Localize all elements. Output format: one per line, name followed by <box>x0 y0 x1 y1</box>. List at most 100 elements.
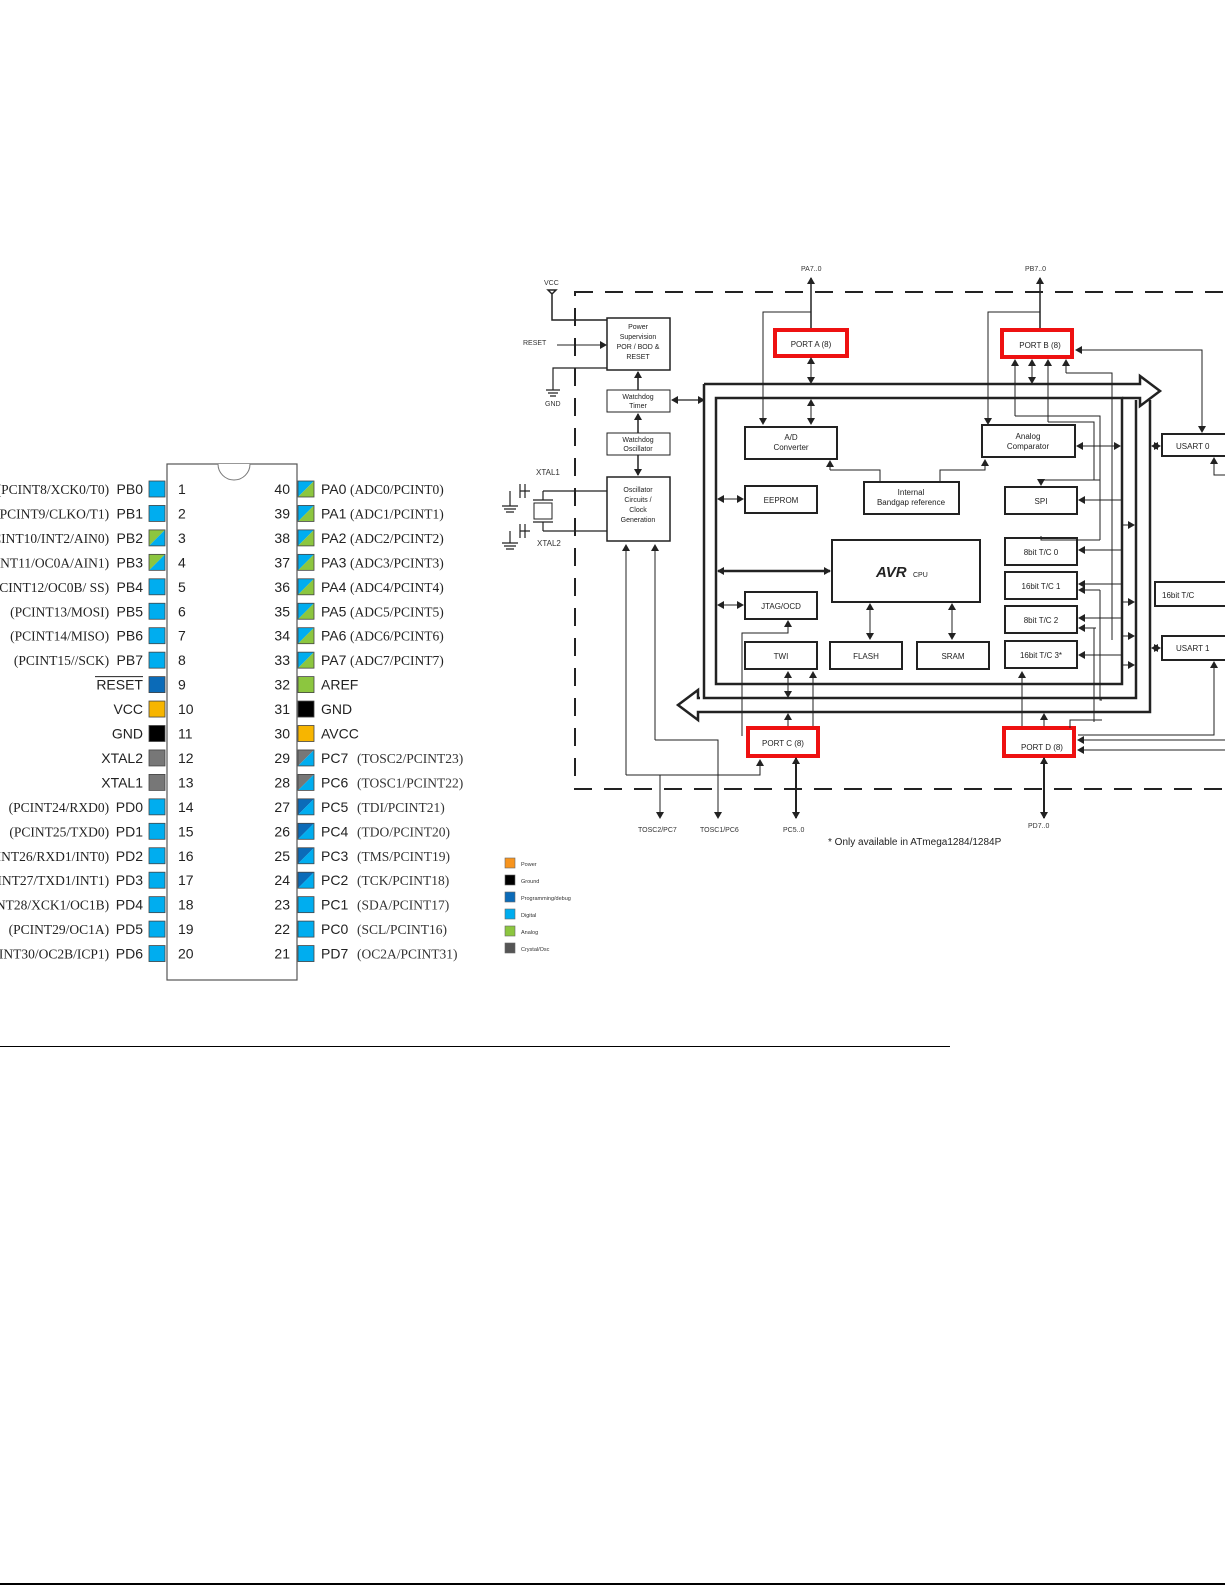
pin-alt-function: (PCINT11/OC0A/AIN1) <box>0 555 109 570</box>
pin-name: PD3 <box>116 872 143 888</box>
gnd-symbol <box>546 367 608 397</box>
svg-text:Analog: Analog <box>1016 432 1041 441</box>
pin-name: PA6 <box>321 628 347 644</box>
pin-pad <box>148 749 166 767</box>
pin-pad <box>297 602 315 620</box>
pin-name: PA3 <box>321 554 347 570</box>
pin-pad <box>148 822 166 840</box>
svg-text:Power: Power <box>628 324 649 331</box>
svg-text:Supervision: Supervision <box>620 334 657 341</box>
pin-pad <box>148 578 166 596</box>
pin-number: 20 <box>178 946 194 962</box>
legend-item: Crystal/Osc <box>504 942 550 954</box>
pin-name: PD4 <box>116 897 143 913</box>
capacitor-1 <box>502 484 530 513</box>
legend-item: Analog <box>504 925 538 937</box>
timer0-block <box>1004 537 1078 566</box>
chip-notch <box>217 463 251 481</box>
legend-swatch <box>504 942 516 954</box>
svg-text:Converter: Converter <box>773 443 808 452</box>
timer-ext-block <box>1154 581 1225 607</box>
pin-pad <box>297 798 315 816</box>
chip-boundary <box>574 291 1225 790</box>
svg-text:POR / BOD &: POR / BOD & <box>617 344 660 351</box>
data-bus-outer <box>704 373 1163 409</box>
pin-pad <box>148 847 166 865</box>
svg-text:Comparator: Comparator <box>1007 442 1050 451</box>
timer3-label: 16bit T/C 3* <box>1020 651 1062 660</box>
pin-pad <box>297 774 315 791</box>
avr-logo: AVR <box>875 564 907 581</box>
pin-name: AREF <box>321 677 358 693</box>
pin-number: 24 <box>274 872 290 888</box>
pin-alt-function: (PCINT15//SCK) <box>14 653 109 668</box>
vcc-label: VCC <box>544 280 559 287</box>
pd-label: PD7..0 <box>1028 823 1050 830</box>
twi-label: TWI <box>774 652 789 661</box>
pb-label: PB7..0 <box>1025 266 1046 273</box>
svg-text:Timer: Timer <box>629 403 647 410</box>
legend-item: Power <box>504 857 537 869</box>
eeprom-label: EEPROM <box>764 496 799 505</box>
port-b-label: PORT B (8) <box>1019 341 1061 350</box>
bandgap-block <box>863 481 960 515</box>
pin-name: PD0 <box>116 799 143 815</box>
pin-name: VCC <box>113 701 143 717</box>
pin-number: 36 <box>274 579 290 595</box>
pin-name: XTAL2 <box>101 750 143 766</box>
pin-pad <box>148 798 166 816</box>
pin-alt-function: (TMS/PCINT19) <box>357 849 450 864</box>
pin-number: 30 <box>274 726 290 742</box>
capacitor-2 <box>502 524 530 550</box>
port-c-label: PORT C (8) <box>762 739 804 748</box>
legend-label: Crystal/Osc <box>521 947 550 953</box>
legend-label: Ground <box>521 879 539 885</box>
pin-name: PC3 <box>321 848 348 864</box>
timer0-label: 8bit T/C 0 <box>1024 548 1059 557</box>
pa-label: PA7..0 <box>801 266 822 273</box>
pin-name: PA7 <box>321 652 347 668</box>
sram-label: SRAM <box>941 652 964 661</box>
pin-pad <box>297 700 315 718</box>
pin-name: XTAL1 <box>101 774 143 790</box>
pin-pad <box>148 945 166 962</box>
flash-label: FLASH <box>853 652 879 661</box>
tosc1-label: TOSC1/PC6 <box>700 827 739 834</box>
data-bus-inner <box>714 396 1124 686</box>
pc-label: PC5..0 <box>783 827 805 834</box>
port-d-highlight <box>1002 726 1076 758</box>
pin-pad <box>297 529 315 547</box>
svg-text:Clock: Clock <box>629 507 647 514</box>
pin-alt-function: (PCINT13/MOSI) <box>10 604 109 619</box>
pin-number: 4 <box>178 554 186 570</box>
pin-alt-function: (ADC4/PCINT4) <box>350 580 444 595</box>
footnote: * Only available in ATmega1284/1284P <box>828 837 1002 848</box>
flash-block <box>829 641 903 670</box>
pin-number: 15 <box>178 823 194 839</box>
pin-number: 29 <box>274 750 290 766</box>
pin-name: PD6 <box>116 946 143 962</box>
cpu-label: CPU <box>913 572 928 579</box>
pin-number: 27 <box>274 799 290 815</box>
pin-number: 35 <box>274 603 290 619</box>
pin-name: PA1 <box>321 505 347 521</box>
port-a-highlight <box>773 328 849 358</box>
legend-item: Ground <box>504 874 539 886</box>
pin-pad <box>148 920 166 938</box>
legend-item: Digital <box>504 908 536 920</box>
pin-pad <box>297 627 315 645</box>
pin-number: 3 <box>178 530 186 546</box>
